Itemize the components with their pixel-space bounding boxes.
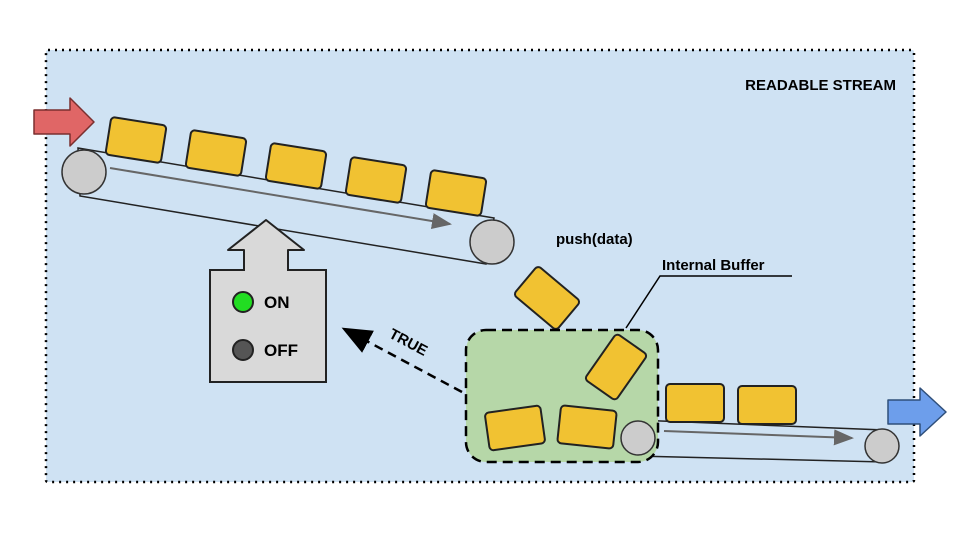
data-chunk <box>264 142 328 190</box>
data-chunk <box>737 385 797 425</box>
buffered-chunk <box>584 333 648 401</box>
data-chunk <box>104 116 168 164</box>
belt-roller-left <box>61 149 107 195</box>
belt-direction-arrow <box>109 167 452 229</box>
switch-on-indicator-icon <box>232 291 254 313</box>
readable-stream-title: READABLE STREAM <box>745 77 896 94</box>
belt-roller-right <box>469 219 515 265</box>
internal-buffer <box>464 328 660 464</box>
data-chunk <box>424 169 488 217</box>
switch-up-arrow <box>227 219 305 271</box>
input-arrow-icon <box>33 97 95 147</box>
input-chunks <box>104 116 488 217</box>
switch-on-label: ON <box>264 293 290 312</box>
switch-off-label: OFF <box>264 341 298 360</box>
data-chunk <box>665 383 725 423</box>
buffer-callout-line <box>625 275 792 329</box>
output-arrow-icon <box>887 387 947 437</box>
data-chunk <box>184 129 248 177</box>
belt-roller-left <box>620 420 656 456</box>
input-conveyor-belt <box>61 147 515 265</box>
belt-direction-arrow <box>663 429 854 446</box>
data-chunk <box>344 156 408 204</box>
buffered-chunk <box>556 404 618 450</box>
output-chunks <box>665 383 797 425</box>
belt-roller-right <box>864 428 900 464</box>
buffered-chunk <box>484 404 546 452</box>
pushed-data-chunk <box>513 266 581 330</box>
push-data-label: push(data) <box>556 231 633 248</box>
true-signal-arrow <box>341 327 463 394</box>
source-switch-panel: ON OFF <box>209 219 327 383</box>
switch-off-indicator-icon <box>232 339 254 361</box>
internal-buffer-label: Internal Buffer <box>662 257 765 274</box>
